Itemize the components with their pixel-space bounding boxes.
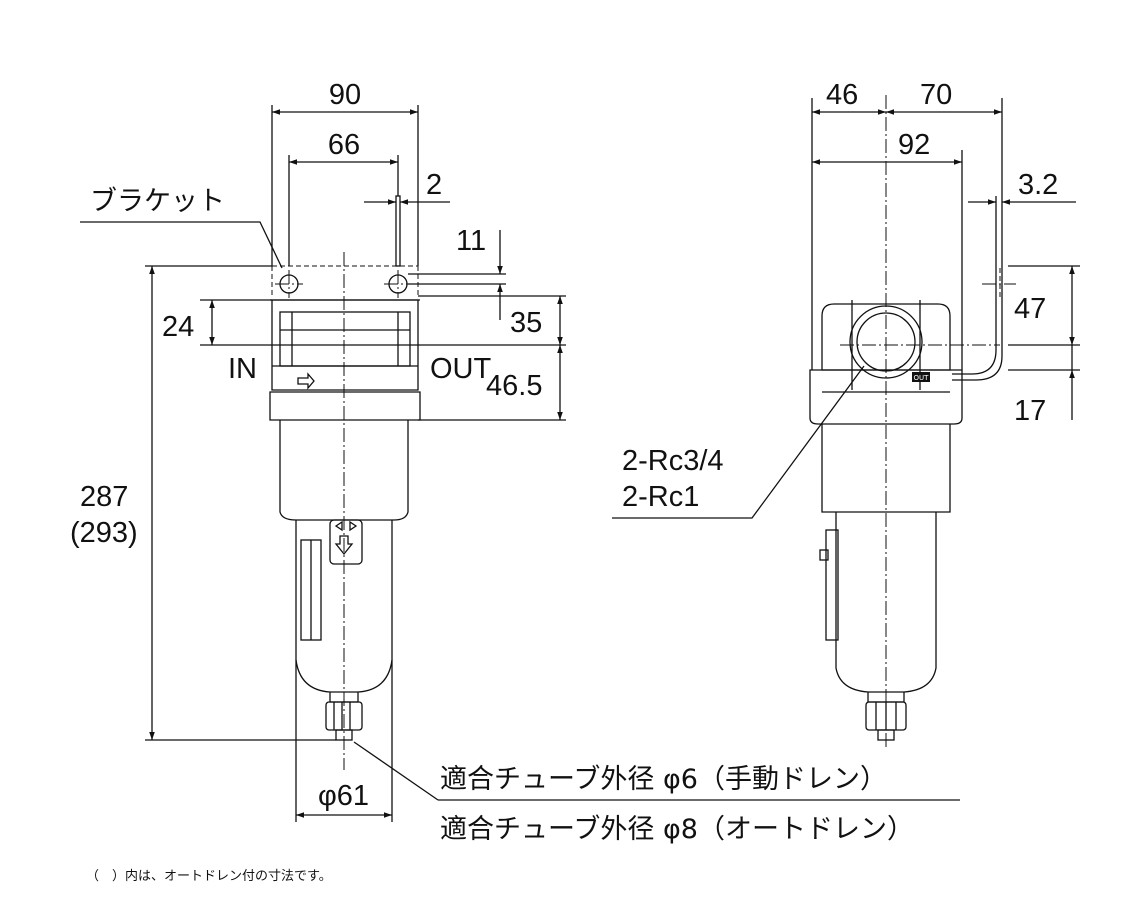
dim-side-70: 70	[920, 79, 952, 111]
dim-side-46: 46	[826, 79, 858, 111]
dim-side-17: 17	[1014, 395, 1046, 427]
dim-side-47: 47	[1014, 293, 1046, 325]
dim-width-90: 90	[329, 79, 361, 111]
dim-bracket-2: 2	[426, 169, 442, 201]
label-port-rc1: 2-Rc1	[622, 481, 699, 513]
dim-side-3-2: 3.2	[1018, 169, 1058, 201]
dim-height-46-5: 46.5	[486, 370, 542, 402]
front-view: 90 66 2 ブラケット 11 35 46.5 24 IN	[70, 79, 960, 845]
label-port-rc34: 2-Rc3/4	[622, 445, 724, 477]
label-bracket: ブラケット	[90, 186, 225, 217]
dim-height-24: 24	[162, 311, 194, 343]
dim-height-287: 287	[80, 481, 128, 513]
dim-height-293: (293)	[70, 517, 138, 549]
label-in: IN	[228, 353, 257, 385]
side-out-mark: OUT	[914, 374, 930, 382]
callout-tube-manual: 適合チューブ外径 φ6（手動ドレン）	[440, 764, 887, 795]
dim-width-66: 66	[328, 129, 360, 161]
dim-side-92: 92	[898, 129, 930, 161]
dim-hole-11: 11	[456, 225, 486, 257]
dim-height-35: 35	[510, 307, 542, 339]
bracket-hole-right	[384, 270, 412, 298]
bracket-hole-left	[275, 270, 303, 298]
side-view: OUT 46 70 92 3.2	[612, 79, 1080, 750]
dim-bowl-61: φ61	[318, 780, 369, 812]
label-out: OUT	[430, 353, 492, 385]
footnote: （ ）内は、オートドレン付の寸法です。	[86, 868, 332, 884]
callout-tube-auto: 適合チューブ外径 φ8（オートドレン）	[440, 814, 914, 845]
